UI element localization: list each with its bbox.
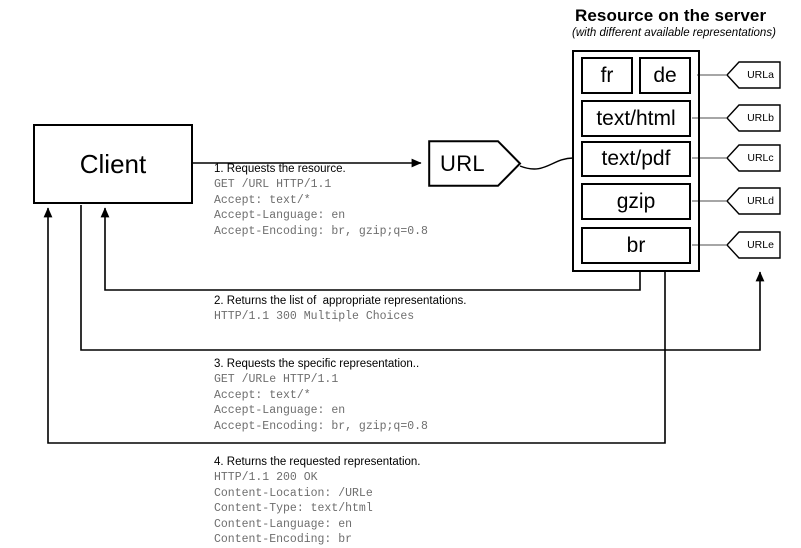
step-4-code: HTTP/1.1 200 OK Content-Location: /URLe … — [214, 471, 373, 546]
representation-label-fr: fr — [600, 63, 614, 87]
step-1-code: GET /URL HTTP/1.1 Accept: text/* Accept-… — [214, 178, 428, 238]
url-tag-label-urlb: URLb — [747, 112, 774, 124]
representation-box-br[interactable]: br — [581, 227, 691, 264]
step-3-code: GET /URLe HTTP/1.1 Accept: text/* Accept… — [214, 373, 428, 433]
representation-label-de: de — [653, 63, 677, 87]
representation-box-gzip[interactable]: gzip — [581, 183, 691, 220]
url-tag-urld[interactable]: URLd — [726, 187, 781, 215]
url-node-label: URL — [440, 150, 485, 176]
representation-box-de[interactable]: de — [639, 57, 691, 94]
url-tag-urle[interactable]: URLe — [726, 231, 781, 259]
representation-box-text-pdf[interactable]: text/pdf — [581, 141, 691, 177]
url-tag-urlc[interactable]: URLc — [726, 144, 781, 172]
representation-label-br: br — [626, 233, 646, 257]
url-tag-label-urla: URLa — [747, 69, 774, 81]
step-4-block: 4. Returns the requested representation.… — [214, 455, 421, 548]
url-tag-label-urle: URLe — [747, 239, 774, 251]
representation-box-fr[interactable]: fr — [581, 57, 633, 94]
client-label: Client — [79, 148, 147, 179]
step-2-title: 2. Returns the list of appropriate repre… — [214, 295, 467, 307]
url-tag-urlb[interactable]: URLb — [726, 104, 781, 132]
step-3-title: 3. Requests the specific representation.… — [214, 358, 420, 370]
step-1-title: 1. Requests the resource. — [214, 163, 346, 175]
representation-box-text-html[interactable]: text/html — [581, 100, 691, 137]
step-4-title: 4. Returns the requested representation. — [214, 456, 421, 468]
representation-label-text-html: text/html — [596, 106, 676, 130]
step-2-block: 2. Returns the list of appropriate repre… — [214, 294, 467, 325]
representation-label-gzip: gzip — [616, 189, 656, 213]
server-subtitle: (with different available representation… — [572, 27, 776, 39]
step-2-code: HTTP/1.1 300 Multiple Choices — [214, 310, 415, 323]
client-box[interactable]: Client — [33, 124, 193, 204]
url-tag-urla[interactable]: URLa — [726, 61, 781, 89]
server-frame — [572, 50, 700, 272]
url-node[interactable]: URL — [428, 140, 522, 187]
step-1-block: 1. Requests the resource. GET /URL HTTP/… — [214, 162, 428, 239]
representation-label-text-pdf: text/pdf — [601, 147, 671, 170]
url-tag-label-urld: URLd — [747, 195, 774, 207]
server-title: Resource on the server — [575, 6, 767, 25]
step-3-block: 3. Requests the specific representation.… — [214, 357, 428, 434]
url-tag-label-urlc: URLc — [747, 152, 774, 164]
